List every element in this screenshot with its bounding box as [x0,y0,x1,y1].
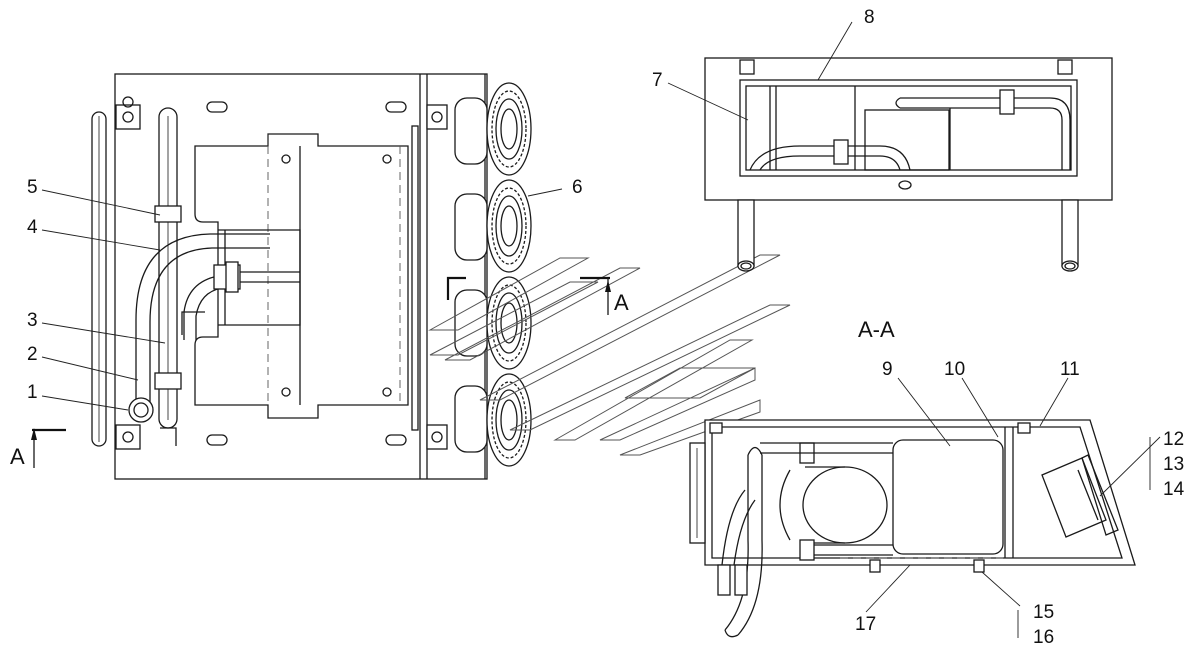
label-5: 5 [27,177,38,198]
label-6: 6 [572,177,583,198]
label-3: 3 [27,310,38,331]
label-15: 15 [1033,602,1054,623]
top-view [704,57,1113,272]
label-10: 10 [944,359,965,380]
section-letter-right: А [614,290,629,315]
label-9: 9 [882,359,893,380]
label-13: 13 [1163,454,1184,475]
watermark-shapes [428,254,791,456]
tube-clamp-lower [154,372,182,390]
section-marker-left: А [10,428,66,469]
label-4: 4 [27,217,38,238]
label-2: 2 [27,344,38,365]
section-title: А-А [858,317,895,342]
label-12: 12 [1163,429,1184,450]
label-14: 14 [1163,479,1185,500]
label-8: 8 [864,7,875,28]
mount-tab-tl [115,104,141,130]
fan-stack [454,82,532,467]
label-11: 11 [1060,359,1080,380]
label-1: 1 [27,382,38,403]
label-16: 16 [1033,627,1054,648]
part-labels: 1 2 3 4 5 6 7 8 9 10 11 12 13 14 15 16 1… [27,7,1185,648]
label-7: 7 [652,70,663,91]
tube-clamp-upper [154,205,182,223]
label-17: 17 [855,614,876,635]
front-view [91,73,532,480]
mount-tab-bl [115,424,141,450]
section-a-a-view: А-А [689,317,1136,638]
section-letter-left: А [10,444,25,469]
section-marker-right: А [446,276,629,315]
leader-lines [41,21,1161,638]
